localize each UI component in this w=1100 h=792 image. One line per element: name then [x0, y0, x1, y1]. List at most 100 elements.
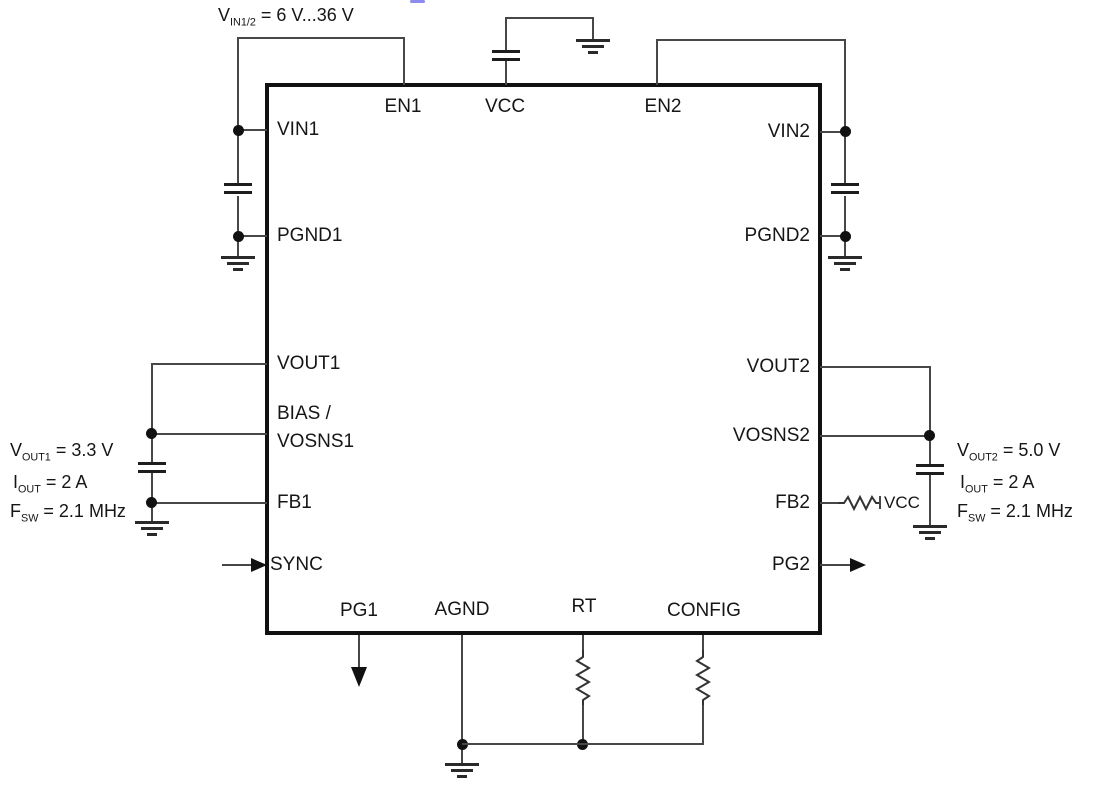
- wire: [844, 39, 846, 183]
- annotation-text: F: [957, 501, 968, 521]
- pin-label-pg2: PG2: [771, 554, 810, 575]
- annotation-text: F: [10, 501, 21, 521]
- pin-label-vosns2: VOSNS2: [732, 425, 810, 446]
- annotation-text: V: [218, 5, 231, 25]
- annotation-subscript: SW: [21, 512, 39, 525]
- wire: [151, 363, 153, 462]
- ground-icon: [444, 763, 480, 781]
- resistor-icon: [575, 650, 591, 706]
- artifact-mark: [410, 0, 425, 3]
- resistor-icon: [838, 495, 880, 511]
- wire: [929, 475, 931, 525]
- wire: [582, 705, 584, 745]
- wire: [222, 564, 253, 566]
- pin-label-sync: SYNC: [270, 554, 323, 575]
- capacitor-icon: [831, 183, 859, 186]
- wire: [702, 635, 704, 651]
- wire: [505, 60, 507, 85]
- wire: [462, 743, 704, 745]
- annotation-text: = 2.1 MHz: [38, 501, 126, 521]
- arrow-right-icon: [850, 558, 866, 572]
- junction-dot: [840, 126, 851, 137]
- annotation-subscript: OUT: [18, 483, 41, 496]
- capacitor-icon: [492, 50, 520, 53]
- annotation-text: I: [13, 472, 19, 492]
- junction-dot: [233, 125, 244, 136]
- capacitor-icon: [224, 191, 252, 194]
- terminal-bar: [879, 496, 881, 509]
- wire: [702, 705, 704, 745]
- net-label-vcc: VCC: [884, 493, 920, 512]
- wire: [592, 17, 594, 39]
- pin-label-fb2: FB2: [775, 492, 810, 513]
- annotation-subscript: IN1/2: [230, 16, 256, 29]
- pin-label-bias-line2: VOSNS1: [277, 431, 355, 452]
- annotation-text: = 2 A: [987, 472, 1035, 492]
- wire: [237, 37, 239, 183]
- capacitor-icon: [138, 470, 166, 473]
- resistor-icon: [695, 650, 711, 706]
- annotation-text: = 3.3 V: [50, 440, 114, 460]
- annotation-fsw2: FSW = 2.1 MHz: [957, 501, 1073, 525]
- wire: [505, 17, 594, 19]
- wire: [820, 435, 930, 437]
- junction-dot: [233, 231, 244, 242]
- pin-label-fb1: FB1: [277, 492, 312, 513]
- junction-dot: [924, 430, 935, 441]
- annotation-text: V: [10, 440, 23, 460]
- pin-label-vin1: VIN1: [277, 119, 320, 140]
- annotation-text: V: [957, 440, 970, 460]
- wire: [237, 37, 405, 39]
- wire: [238, 235, 267, 237]
- annotation-vout2: VOUT2 = 5.0 V: [957, 440, 1061, 464]
- wire: [582, 635, 584, 651]
- pin-label-bias-line1: BIAS /: [277, 403, 331, 424]
- wire: [152, 433, 267, 435]
- pin-label-en1: EN1: [384, 96, 422, 117]
- junction-dot: [146, 428, 157, 439]
- wire: [929, 366, 931, 464]
- ground-icon: [912, 525, 948, 543]
- pin-label-agnd: AGND: [434, 599, 490, 620]
- wire: [152, 502, 267, 504]
- ic-outline: [265, 83, 822, 635]
- wire: [820, 235, 845, 237]
- annotation-vin-range: VIN1/2 = 6 V...36 V: [218, 5, 354, 29]
- arrow-down-icon: [351, 667, 367, 687]
- wire: [820, 502, 839, 504]
- pin-label-en2: EN2: [644, 96, 682, 117]
- capacitor-icon: [138, 462, 166, 465]
- wire: [152, 363, 267, 365]
- wire: [358, 635, 360, 668]
- pin-label-vin2: VIN2: [767, 121, 810, 142]
- wire: [820, 366, 930, 368]
- wire: [238, 129, 267, 131]
- pin-label-vout1: VOUT1: [277, 353, 341, 374]
- annotation-fsw1: FSW = 2.1 MHz: [10, 501, 126, 525]
- annotation-subscript: SW: [968, 512, 986, 525]
- pin-label-vout2: VOUT2: [746, 356, 810, 377]
- annotation-iout2: IOUT = 2 A: [960, 472, 1035, 496]
- capacitor-icon: [916, 472, 944, 475]
- annotation-text: = 6 V...36 V: [255, 5, 354, 25]
- pin-label-vcc: VCC: [484, 96, 526, 117]
- wire: [505, 17, 507, 51]
- capacitor-icon: [831, 191, 859, 194]
- annotation-text: I: [960, 472, 966, 492]
- annotation-subscript: OUT1: [22, 451, 51, 464]
- pin-label-config: CONFIG: [667, 600, 741, 621]
- arrow-right-icon: [251, 558, 267, 572]
- pin-label-pgnd1: PGND1: [277, 225, 343, 246]
- annotation-text: = 5.0 V: [997, 440, 1061, 460]
- wire: [820, 564, 851, 566]
- capacitor-icon: [492, 58, 520, 61]
- annotation-text: = 2.1 MHz: [985, 501, 1073, 521]
- annotation-subscript: OUT2: [969, 451, 998, 464]
- annotation-subscript: OUT: [965, 483, 988, 496]
- junction-dot: [840, 231, 851, 242]
- pin-label-pg1: PG1: [339, 600, 379, 621]
- ground-icon: [575, 39, 611, 57]
- annotation-iout1: IOUT = 2 A: [13, 472, 87, 496]
- ground-icon: [134, 521, 170, 539]
